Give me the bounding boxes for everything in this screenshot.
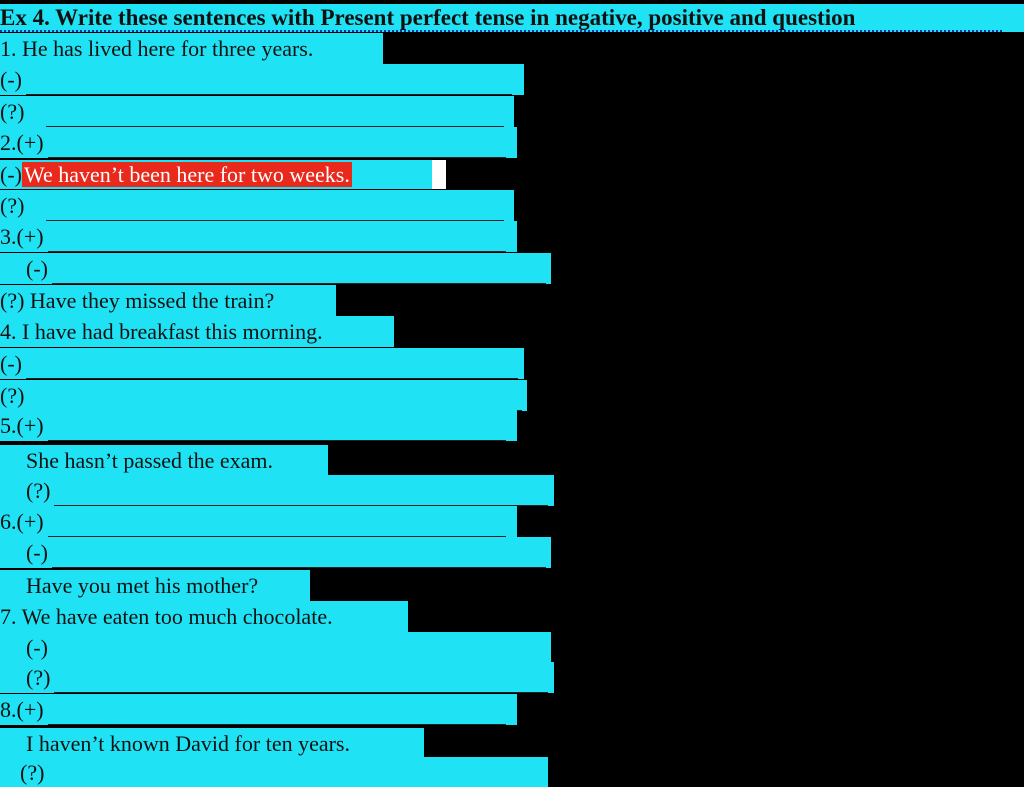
answer-blank[interactable]: [28, 384, 523, 411]
answer-blank[interactable]: [51, 636, 546, 663]
answer-blank[interactable]: [46, 100, 505, 127]
line-7[interactable]: 3.(+): [0, 221, 517, 252]
answer-blank[interactable]: [46, 194, 505, 221]
answer-blank[interactable]: [51, 257, 546, 284]
line-19: 7. We have eaten too much chocolate.: [0, 601, 408, 632]
exercise-title: Ex 4. Write these sentences with Present…: [0, 4, 1002, 32]
line-prefix: (-): [26, 256, 48, 281]
line-prefix: (-): [0, 162, 22, 187]
line-18: Have you met his mother?: [0, 570, 310, 601]
line-text: 4. I have had breakfast this morning.: [0, 319, 323, 344]
line-prefix: 3.(+): [0, 224, 44, 249]
line-text: I haven’t known David for ten years.: [26, 731, 350, 756]
line-13[interactable]: 5.(+): [0, 410, 517, 441]
line-5: (-) We haven’t been here for two weeks.: [0, 160, 432, 189]
line-prefix: (?): [0, 99, 25, 124]
line-11[interactable]: (-): [0, 348, 524, 379]
line-text: She hasn’t passed the exam.: [26, 448, 274, 473]
answer-blank[interactable]: [47, 225, 506, 252]
line-8[interactable]: (-): [0, 253, 551, 284]
line-4[interactable]: 2.(+): [0, 127, 517, 158]
line-prefix: (-): [26, 540, 48, 565]
answer-blank[interactable]: [25, 352, 518, 379]
line-16[interactable]: 6.(+): [0, 506, 517, 537]
line-22[interactable]: 8.(+): [0, 694, 517, 725]
line-23: I haven’t known David for ten years.: [0, 728, 424, 759]
answer-blank[interactable]: [25, 68, 512, 95]
line-prefix: (?): [0, 383, 25, 408]
line-3[interactable]: (?): [0, 96, 514, 127]
answer-blank[interactable]: [54, 479, 549, 506]
line-prefix: 2.(+): [0, 130, 44, 155]
line-20[interactable]: (-): [0, 632, 551, 663]
line-prefix: 8.(+): [0, 697, 44, 722]
line-10: 4. I have had breakfast this morning.: [0, 316, 394, 347]
answer-blank[interactable]: [47, 131, 506, 158]
answer-blank[interactable]: [54, 666, 549, 693]
line-prefix: (-): [26, 635, 48, 660]
line-prefix: (-): [0, 67, 22, 92]
line-prefix: 6.(+): [0, 509, 44, 534]
line-14: She hasn’t passed the exam.: [0, 445, 328, 476]
answer-blank[interactable]: [47, 414, 506, 441]
line-2[interactable]: (-): [0, 64, 524, 95]
title-edge: [1002, 4, 1024, 32]
line-text: 7. We have eaten too much chocolate.: [0, 604, 333, 629]
line-9: (?) Have they missed the train?: [0, 285, 336, 316]
line-prefix: (?): [26, 665, 51, 690]
line-prefix: 5.(+): [0, 413, 44, 438]
line-15[interactable]: (?): [0, 475, 554, 506]
line-12[interactable]: (?): [0, 380, 527, 411]
line-prefix: (-): [0, 351, 22, 376]
line-6[interactable]: (?): [0, 190, 514, 221]
answer-blank[interactable]: [47, 698, 506, 725]
line-text: 1. He has lived here for three years.: [0, 36, 314, 61]
line-prefix: (?): [20, 760, 45, 785]
highlighted-sentence: We haven’t been here for two weeks.: [21, 162, 352, 187]
answer-blank[interactable]: [51, 541, 546, 568]
line-prefix: (?): [26, 478, 51, 503]
line-1: 1. He has lived here for three years.: [0, 33, 383, 64]
line-21[interactable]: (?): [0, 662, 554, 693]
highlight-caret-area: [432, 160, 446, 189]
line-text: (?) Have they missed the train?: [0, 288, 275, 313]
line-text: Have you met his mother?: [26, 573, 259, 598]
line-24: (?): [0, 757, 548, 787]
line-prefix: (?): [0, 193, 25, 218]
answer-blank[interactable]: [47, 510, 506, 537]
line-17[interactable]: (-): [0, 537, 551, 568]
